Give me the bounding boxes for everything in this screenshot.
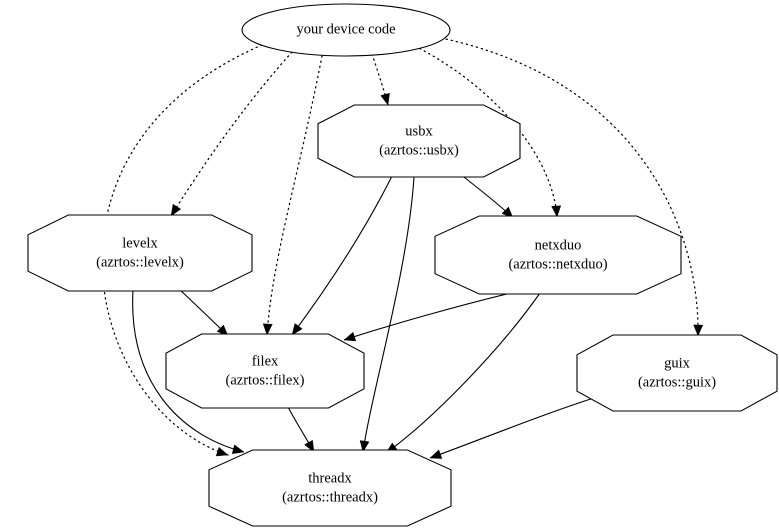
arrowhead [359,440,370,453]
edge-device-to-guix [440,37,704,337]
node-usbx[interactable]: usbx(azrtos::usbx) [317,104,521,178]
node-label-threadx-primary: threadx [308,470,352,486]
edge-usbx-to-threadx [359,176,415,453]
edge-device-to-usbx [371,53,390,106]
edge-line-solid [343,290,520,341]
node-netxduo[interactable]: netxduo(azrtos::netxduo) [434,215,682,295]
arrowhead [291,323,303,336]
edge-line-solid [429,395,601,459]
node-threadx[interactable]: threadx(azrtos::threadx) [208,449,452,527]
node-device[interactable]: your device code [241,3,451,57]
node-shape-netxduo [434,215,682,295]
nodes-layer: your device codeusbx(azrtos::usbx)levelx… [27,3,778,527]
edge-netxduo-to-filex [343,290,520,342]
arrowhead [215,446,229,457]
node-label-usbx-package: (azrtos::usbx) [379,142,459,158]
node-label-levelx-primary: levelx [122,235,158,251]
arrowhead [304,439,315,453]
node-label-levelx-package: (azrtos::levelx) [96,254,184,270]
node-label-filex-primary: filex [252,353,279,369]
node-shape-device [241,3,451,57]
node-guix[interactable]: guix(azrtos::guix) [576,334,778,412]
node-label-netxduo-package: (azrtos::netxduo) [508,256,607,272]
edges-layer [101,37,704,459]
arrowhead [693,324,704,337]
arrowhead [551,205,562,218]
node-filex[interactable]: filex(azrtos::filex) [165,333,365,409]
edge-line-dotted [266,55,323,336]
edge-levelx-to-threadx [132,289,245,454]
edge-netxduo-to-threadx [385,292,541,454]
node-shape-levelx [27,214,253,292]
node-levelx[interactable]: levelx(azrtos::levelx) [27,214,253,292]
node-label-device-primary: your device code [296,21,395,37]
edge-device-to-filex [262,55,323,336]
arrowhead [231,444,245,454]
node-shape-usbx [317,104,521,178]
edge-line-solid [291,175,393,336]
edge-line-solid [362,176,415,453]
edge-line-dotted [170,51,293,217]
edge-levelx-to-filex [177,287,229,337]
node-label-guix-primary: guix [664,355,691,371]
arrowhead [429,449,443,459]
edge-usbx-to-filex [291,175,393,336]
node-shape-guix [576,334,778,412]
arrowhead [262,323,273,336]
arrowhead [380,92,390,106]
node-label-filex-package: (azrtos::filex) [226,372,305,388]
edge-usbx-to-netxduo [458,172,514,219]
node-label-netxduo-primary: netxduo [535,237,582,253]
node-shape-threadx [208,449,452,527]
edge-guix-to-threadx [429,395,601,459]
edge-line-solid [132,289,245,453]
edge-filex-to-threadx [287,406,315,453]
arrowhead [343,331,357,342]
node-label-usbx-primary: usbx [405,123,433,139]
edge-line-solid [385,292,541,454]
node-label-guix-package: (azrtos::guix) [638,374,716,390]
edge-line-dotted [371,53,389,106]
edge-line-dotted [440,37,699,337]
node-label-threadx-package: (azrtos::threadx) [282,489,378,505]
node-shape-filex [165,333,365,409]
edge-device-to-levelx [170,51,293,217]
arrowhead [170,203,182,217]
